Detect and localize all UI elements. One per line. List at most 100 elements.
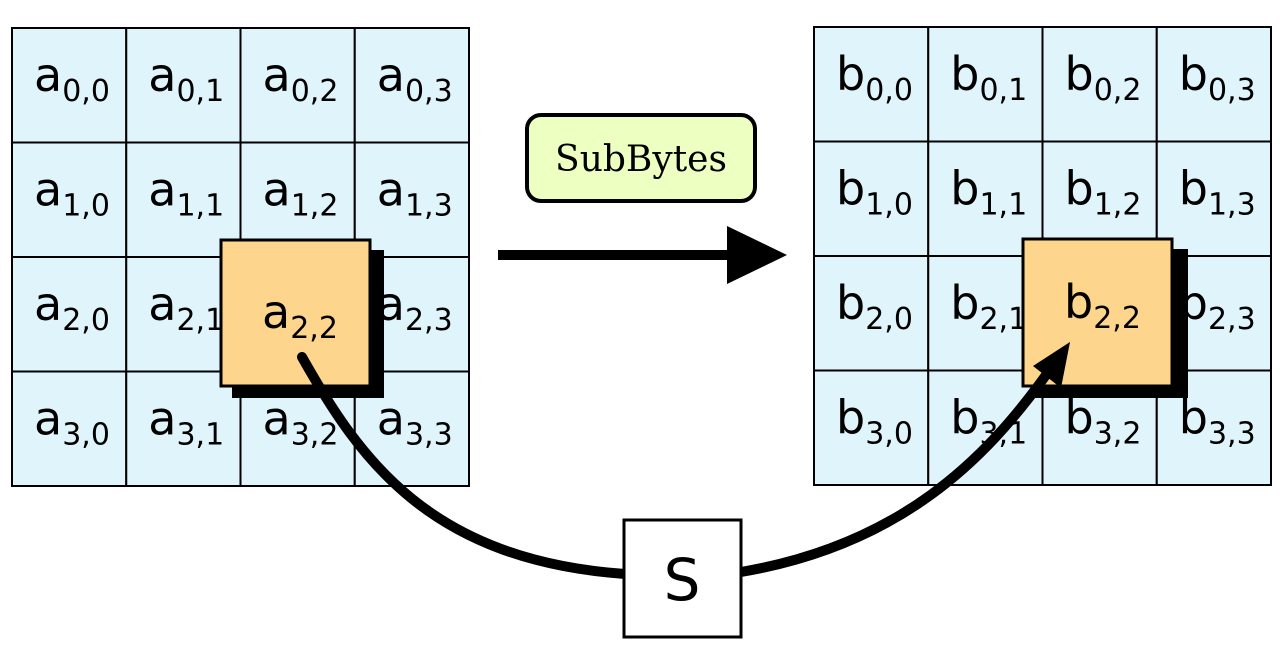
input-cell-3-0 (11, 370, 128, 487)
input-highlight-box (219, 238, 372, 388)
input-cell-1-2 (239, 141, 356, 258)
subbytes-label-background (525, 113, 757, 203)
output-highlight-index: 2,2 (1093, 301, 1141, 336)
output-cell-label-3-0: b3,0 (836, 391, 913, 452)
output-cell-label-0-3: b0,3 (1179, 47, 1256, 108)
input-highlight-label: a2,2 (262, 285, 338, 346)
output-cell-label-1-2: b1,2 (1065, 162, 1142, 223)
sbox-curve-arrowhead (1033, 342, 1070, 388)
output-cell-letter: b (1065, 47, 1094, 101)
output-cell-letter: b (1179, 162, 1208, 216)
subbytes-label-box: SubBytes (525, 113, 757, 203)
output-cell-label-2-1: b2,1 (950, 276, 1027, 337)
input-highlighted-cell: a2,2 (219, 238, 384, 398)
output-cell-letter: b (1065, 391, 1094, 445)
output-cell-letter: b (836, 276, 865, 330)
output-cell-index: 3,2 (1094, 417, 1142, 452)
input-highlight-letter: a (262, 285, 290, 339)
input-cell-letter: a (34, 392, 62, 446)
input-cell-letter: a (263, 392, 291, 446)
input-cell-2-0 (11, 256, 128, 373)
input-highlight-index: 2,2 (290, 311, 338, 346)
input-cell-index: 2,3 (405, 303, 453, 338)
input-cell-label-3-0: a3,0 (34, 392, 110, 453)
input-cell-3-1 (125, 370, 242, 487)
input-cell-label-1-3: a1,3 (377, 163, 453, 224)
input-cell-1-3 (353, 141, 470, 258)
output-cell-index: 2,0 (865, 302, 913, 337)
output-cell-letter: b (836, 162, 865, 216)
output-cell-label-3-3: b3,3 (1179, 391, 1256, 452)
input-cell-index: 1,0 (62, 189, 110, 224)
sbox-box (622, 518, 743, 639)
output-cell-index: 1,2 (1094, 188, 1142, 223)
output-cell-index: 3,0 (865, 417, 913, 452)
input-cell-label-3-3: a3,3 (377, 392, 453, 453)
output-highlighted-cell: b2,2 (1021, 237, 1188, 398)
input-cell-index: 0,0 (62, 74, 110, 109)
output-cell-letter: b (1065, 162, 1094, 216)
input-cell-index: 2,0 (62, 303, 110, 338)
output-cell-letter: b (950, 391, 979, 445)
output-cell-0-0 (813, 26, 930, 143)
input-cell-label-0-2: a0,2 (263, 48, 339, 109)
subbytes-label: SubBytes (555, 139, 727, 180)
sbox: S (622, 518, 743, 639)
input-cell-label-3-1: a3,1 (148, 392, 224, 453)
input-cell-label-2-0: a2,0 (34, 277, 110, 338)
output-cell-letter: b (836, 47, 865, 101)
output-cell-0-3 (1155, 26, 1272, 143)
input-cell-index: 1,3 (405, 189, 453, 224)
output-cell-letter: b (950, 162, 979, 216)
input-cell-index: 3,1 (176, 418, 224, 453)
output-cell-label-1-0: b1,0 (836, 162, 913, 223)
output-cell-label-1-1: b1,1 (950, 162, 1027, 223)
input-cell-letter: a (148, 277, 176, 331)
output-cell-label-0-0: b0,0 (836, 47, 913, 108)
sbox-curve-out (740, 372, 1051, 577)
input-cell-index: 1,2 (291, 189, 339, 224)
input-cell-index: 3,0 (62, 418, 110, 453)
output-highlight-letter: b (1064, 275, 1093, 329)
output-cell-0-1 (927, 26, 1044, 143)
input-cell-letter: a (263, 48, 291, 102)
output-cell-label-0-1: b0,1 (950, 47, 1027, 108)
input-cell-letter: a (34, 277, 62, 331)
output-cell-index: 0,0 (865, 73, 913, 108)
input-cell-index: 2,1 (176, 303, 224, 338)
sbox-label: S (664, 546, 701, 614)
input-cell-index: 3,3 (405, 418, 453, 453)
output-cell-letter: b (836, 391, 865, 445)
output-cell-index: 1,3 (1208, 188, 1256, 223)
output-cell-label-3-2: b3,2 (1065, 391, 1142, 452)
output-cell-index: 2,3 (1208, 302, 1256, 337)
input-cell-letter: a (263, 163, 291, 217)
input-cell-letter: a (377, 48, 405, 102)
input-cell-label-1-1: a1,1 (148, 163, 224, 224)
input-cell-letter: a (377, 392, 405, 446)
transform-arrow-head (727, 226, 787, 284)
input-cell-1-1 (125, 141, 242, 258)
output-cell-3-1 (927, 369, 1044, 486)
input-cell-label-0-1: a0,1 (148, 48, 224, 109)
output-cell-index: 1,1 (979, 188, 1027, 223)
output-cell-1-3 (1155, 140, 1272, 257)
input-cell-label-3-2: a3,2 (263, 392, 339, 453)
input-cell-letter: a (148, 48, 176, 102)
input-cell-index: 0,2 (291, 74, 339, 109)
input-cell-letter: a (34, 163, 62, 217)
input-cell-label-2-1: a2,1 (148, 277, 224, 338)
sbox-curve-in (297, 352, 630, 579)
input-cell-index: 1,1 (176, 189, 224, 224)
input-cell-label-0-0: a0,0 (34, 48, 110, 109)
output-cell-1-1 (927, 140, 1044, 257)
input-cell-letter: a (377, 163, 405, 217)
output-cell-letter: b (950, 47, 979, 101)
input-cell-label-0-3: a0,3 (377, 48, 453, 109)
output-highlight-label: b2,2 (1064, 275, 1141, 336)
input-cell-0-0 (11, 27, 128, 144)
input-cell-letter: a (34, 48, 62, 102)
input-cell-letter: a (148, 392, 176, 446)
